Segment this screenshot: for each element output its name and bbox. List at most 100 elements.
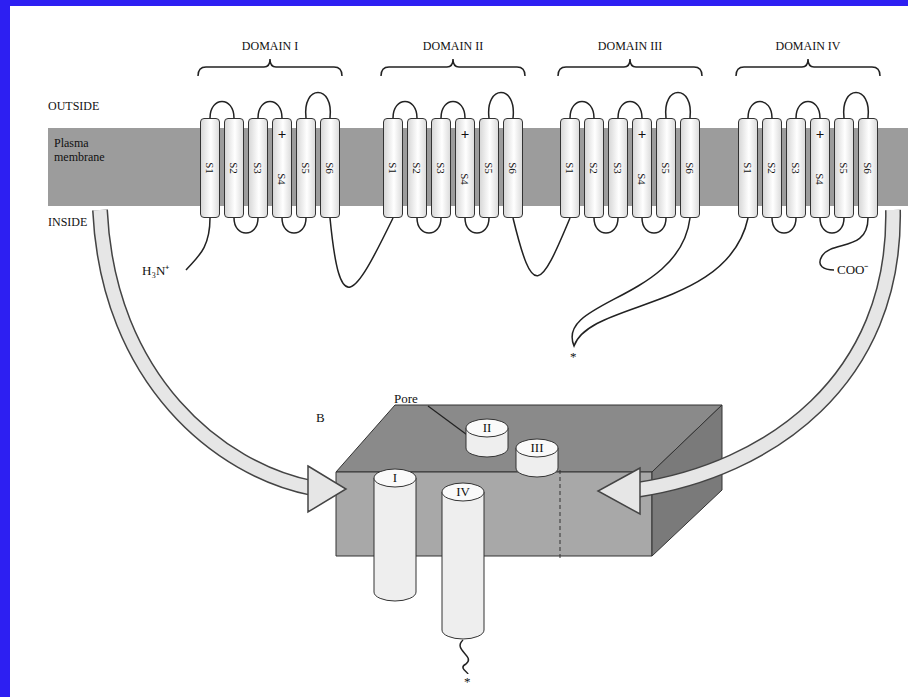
transmembrane-helix: + S4 — [632, 118, 652, 218]
segment-label: S3 — [612, 162, 624, 174]
segment-label: S3 — [252, 162, 264, 174]
segment-label: S4 — [459, 173, 471, 185]
pore-label: Pore — [394, 391, 418, 407]
domain-bracket — [558, 59, 702, 76]
segment-label: S2 — [766, 162, 778, 174]
transmembrane-helix: + S4 — [455, 118, 475, 218]
segment-label: S6 — [684, 162, 696, 174]
transmembrane-helix: S3 — [786, 118, 806, 218]
terminus-label: H₃N⁺ — [142, 263, 169, 279]
extracellular-loop — [666, 93, 691, 119]
domain-number: II — [465, 418, 509, 438]
interdomain-loop — [330, 218, 393, 287]
extracellular-loop — [258, 102, 282, 119]
transmembrane-helix: S2 — [762, 118, 782, 218]
segment-label: S6 — [324, 162, 336, 174]
domain-number: III — [515, 438, 559, 458]
domain-cylinder: IV — [441, 482, 485, 640]
domain-brackets — [198, 59, 880, 76]
intracellular-loop — [642, 218, 666, 233]
segment-label: S4 — [814, 173, 826, 185]
extracellular-loop — [844, 93, 869, 119]
domain-label: DOMAIN IV — [776, 38, 841, 54]
transmembrane-helix: S1 — [383, 118, 403, 218]
transmembrane-helix: S5 — [834, 118, 854, 218]
hidden-edge — [560, 470, 561, 560]
transmembrane-helix: +S4 — [272, 118, 292, 218]
extracellular-loop — [441, 102, 465, 119]
intracellular-loop — [465, 218, 489, 233]
intracellular-loop — [594, 218, 618, 233]
extracellular-loop — [210, 102, 234, 119]
cylinder-shape — [373, 468, 417, 602]
c-tail — [460, 640, 468, 674]
transmembrane-helix: S6 — [680, 118, 700, 218]
domain-cylinder: II — [465, 418, 509, 458]
charge-sign: + — [638, 127, 647, 141]
transmembrane-helix: S2 — [584, 118, 604, 218]
transmembrane-helix: S1 — [560, 118, 580, 218]
plasma-membrane: Plasma membraneS1S2S3+S4S5S6S1S2S3+S4S5S… — [48, 128, 908, 206]
transmembrane-helix: S2 — [224, 118, 244, 218]
panel-letter: B — [316, 410, 325, 426]
transmembrane-helix: S3 — [608, 118, 628, 218]
extracellular-loop — [748, 102, 772, 119]
transmembrane-helix: S3 — [248, 118, 268, 218]
segment-label: S3 — [790, 162, 802, 174]
intracellular-loop — [772, 218, 796, 233]
transmembrane-helix: S1 — [200, 118, 220, 218]
domain-number: IV — [441, 482, 485, 502]
segment-label: S1 — [387, 162, 399, 174]
domain-label: DOMAIN II — [423, 38, 483, 54]
domain-bracket — [381, 59, 525, 76]
intracellular-loop — [417, 218, 441, 233]
membrane-label: Plasma membrane — [54, 136, 126, 164]
transmembrane-helix: S5 — [656, 118, 676, 218]
domain-bracket — [736, 59, 880, 76]
segment-label: S1 — [742, 162, 754, 174]
domain-label: DOMAIN I — [242, 38, 298, 54]
transmembrane-helix: S5 — [296, 118, 316, 218]
charge-sign: + — [461, 127, 470, 141]
transmembrane-helix: S6 — [320, 118, 340, 218]
segment-label: S3 — [435, 162, 447, 174]
extracellular-loop — [489, 93, 514, 119]
segment-label: S1 — [204, 162, 216, 174]
extracellular-loop — [306, 93, 331, 119]
interdomain-loop — [572, 218, 748, 346]
extracellular-loop — [393, 102, 417, 119]
charge-sign: + — [816, 127, 825, 141]
interdomain-loop — [513, 218, 570, 276]
segment-label: S2 — [588, 162, 600, 174]
extracellular-loop — [618, 102, 642, 119]
transmembrane-helix: S2 — [407, 118, 427, 218]
segment-label: S5 — [483, 162, 495, 174]
intracellular-loop — [234, 218, 258, 233]
transmembrane-helix: S1 — [738, 118, 758, 218]
segment-label: S6 — [862, 162, 874, 174]
segment-label: S1 — [564, 162, 576, 174]
domain-number: I — [373, 468, 417, 488]
domain-cylinder: I — [373, 468, 417, 602]
transmembrane-helix: S6 — [503, 118, 523, 218]
left-arrow — [100, 210, 346, 512]
intracellular-loop — [282, 218, 306, 233]
transmembrane-helix: S5 — [479, 118, 499, 218]
domain-bracket — [198, 59, 342, 76]
domain-cylinder: III — [515, 438, 559, 478]
n-terminus — [186, 218, 210, 270]
intracellular-loop — [820, 218, 844, 233]
domain-label: DOMAIN III — [598, 38, 662, 54]
segment-label: S5 — [838, 162, 850, 174]
segment-label: S5 — [300, 162, 312, 174]
transmembrane-helix: S6 — [858, 118, 878, 218]
transmembrane-helix: S3 — [431, 118, 451, 218]
transmembrane-helix: + S4 — [810, 118, 830, 218]
segment-label: S4 — [276, 173, 288, 185]
segment-label: S4 — [636, 173, 648, 185]
segment-label: S2 — [228, 162, 240, 174]
terminus-label: COO⁻ — [837, 262, 868, 278]
extracellular-loop — [796, 102, 820, 119]
asterisk-mark: * — [464, 674, 471, 690]
cylinder-shape — [441, 482, 485, 640]
